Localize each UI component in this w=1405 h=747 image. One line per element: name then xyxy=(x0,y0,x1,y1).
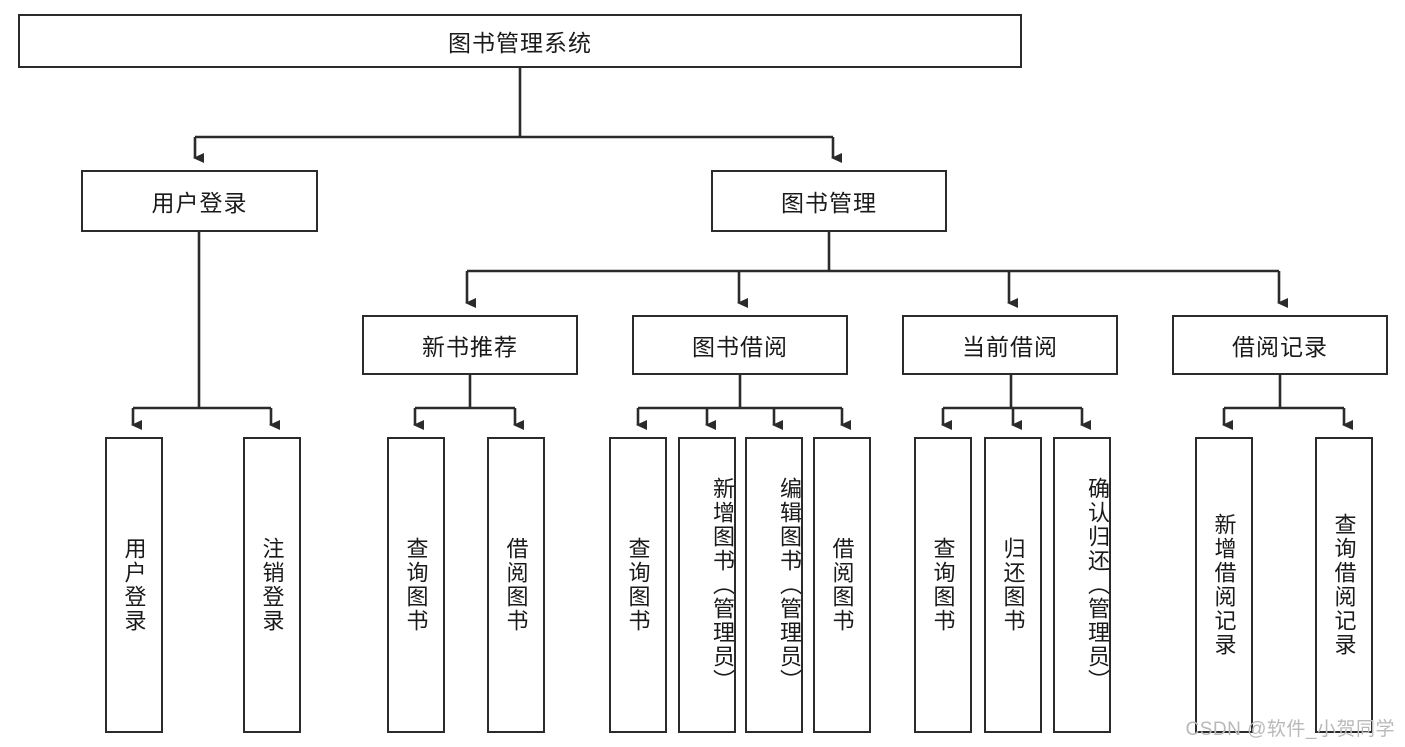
leaf-add-borrow-record[interactable]: 新增借阅记录 xyxy=(1195,437,1253,733)
leaf-borrow-book[interactable]: 借阅图书 xyxy=(813,437,871,733)
node-label: 用户登录 xyxy=(151,190,248,216)
leaf-add-book-admin[interactable]: 新增图书（管理员） xyxy=(678,437,736,733)
node-current-borrowing[interactable]: 当前借阅 xyxy=(902,315,1118,375)
leaf-borrow-book-recommend[interactable]: 借阅图书 xyxy=(487,437,545,733)
leaf-query-book-borrow[interactable]: 查询图书 xyxy=(609,437,667,733)
leaf-user-login[interactable]: 用户登录 xyxy=(105,437,163,733)
node-label: 查询图书 xyxy=(403,537,429,633)
node-label: 借阅图书 xyxy=(829,537,855,633)
leaf-logout[interactable]: 注销登录 xyxy=(243,437,301,733)
node-label: 图书借阅 xyxy=(692,334,788,360)
node-label: 图书管理 xyxy=(781,190,877,216)
leaf-query-borrow-record[interactable]: 查询借阅记录 xyxy=(1315,437,1373,733)
node-label: 注销登录 xyxy=(259,537,285,633)
node-new-book-recommendation[interactable]: 新书推荐 xyxy=(362,315,578,375)
node-user-login[interactable]: 用户登录 xyxy=(81,170,318,232)
node-label: 借阅记录 xyxy=(1232,334,1328,360)
leaf-return-book[interactable]: 归还图书 xyxy=(984,437,1042,733)
leaf-confirm-return-admin[interactable]: 确认归还（管理员） xyxy=(1053,437,1111,733)
node-label: 查询图书 xyxy=(930,537,956,633)
node-label: 当前借阅 xyxy=(962,334,1058,360)
node-label: 图书管理系统 xyxy=(448,30,592,56)
node-book-management[interactable]: 图书管理 xyxy=(711,170,947,232)
watermark-text: CSDN @软件_小贺同学 xyxy=(1185,719,1395,740)
leaf-query-book-current[interactable]: 查询图书 xyxy=(914,437,972,733)
node-label: 查询图书 xyxy=(625,537,651,633)
leaf-query-book-recommend[interactable]: 查询图书 xyxy=(387,437,445,733)
node-label: 新增图书（管理员） xyxy=(710,477,735,693)
node-label: 新书推荐 xyxy=(422,334,518,360)
node-label: 用户登录 xyxy=(121,537,147,633)
node-borrowing-records[interactable]: 借阅记录 xyxy=(1172,315,1388,375)
node-label: 确认归还（管理员） xyxy=(1085,477,1110,693)
node-label: 归还图书 xyxy=(1000,537,1026,633)
leaf-edit-book-admin[interactable]: 编辑图书（管理员） xyxy=(745,437,803,733)
node-label: 编辑图书（管理员） xyxy=(777,477,802,693)
node-root-book-management-system[interactable]: 图书管理系统 xyxy=(18,14,1022,68)
node-label: 查询借阅记录 xyxy=(1331,513,1357,657)
node-label: 借阅图书 xyxy=(503,537,529,633)
node-book-borrowing[interactable]: 图书借阅 xyxy=(632,315,848,375)
node-label: 新增借阅记录 xyxy=(1211,513,1237,657)
